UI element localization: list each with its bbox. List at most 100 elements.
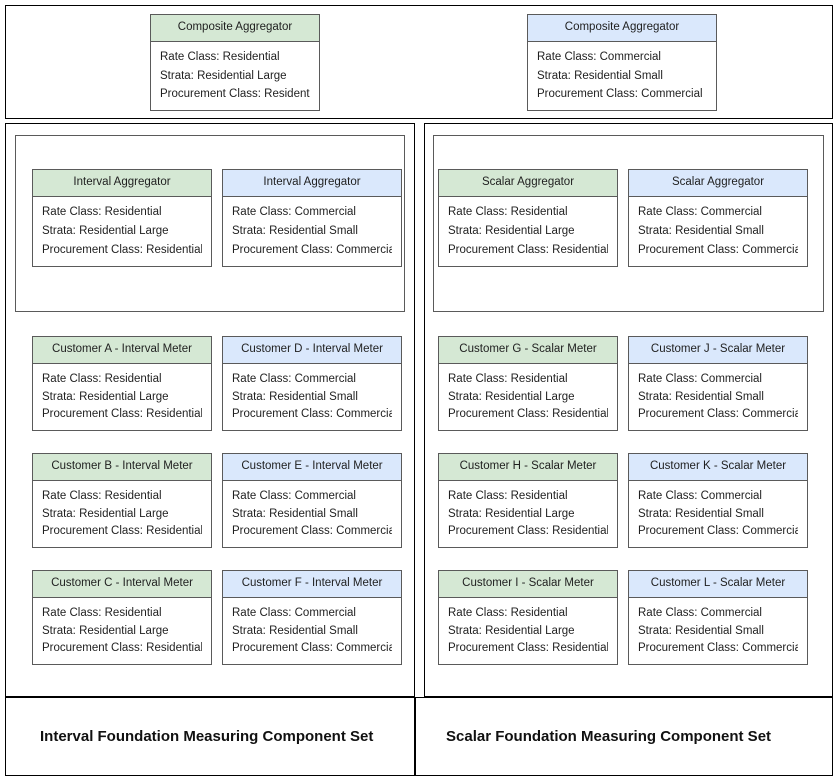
card-attributes: Rate Class: Residential Strata: Resident… [439, 598, 617, 665]
card-attributes: Rate Class: Residential Strata: Resident… [151, 42, 319, 111]
attribute-strata: Strata: Residential Small [232, 624, 358, 637]
attribute-procurement-class: Procurement Class: Residential [42, 642, 202, 655]
interval-set-title: Interval Foundation Measuring Component … [40, 728, 374, 745]
attribute-rate-class: Rate Class: Residential [42, 489, 162, 502]
card-title: Customer E - Interval Meter [223, 454, 401, 481]
card-attributes: Rate Class: Commercial Strata: Residenti… [629, 197, 807, 267]
meter-card-customer-c[interactable]: Customer C - Interval Meter Rate Class: … [32, 570, 212, 665]
interval-set-footer: Interval Foundation Measuring Component … [5, 697, 415, 776]
card-attributes: Rate Class: Commercial Strata: Residenti… [223, 598, 401, 665]
attribute-strata: Strata: Residential Small [638, 390, 764, 403]
meter-card-customer-j[interactable]: Customer J - Scalar Meter Rate Class: Co… [628, 336, 808, 431]
card-attributes: Rate Class: Residential Strata: Resident… [33, 598, 211, 665]
attribute-procurement-class: Procurement Class: Residential [448, 525, 608, 538]
card-title: Scalar Aggregator [439, 170, 617, 197]
attribute-procurement-class: Procurement Class: Residential [448, 243, 608, 256]
attribute-procurement-class: Procurement Class: Residential [42, 525, 202, 538]
attribute-strata: Strata: Residential Large [160, 69, 287, 82]
attribute-procurement-class: Procurement Class: Commercial [232, 243, 392, 256]
scalar-set-footer: Scalar Foundation Measuring Component Se… [415, 697, 833, 776]
attribute-strata: Strata: Residential Large [448, 507, 575, 520]
card-title: Composite Aggregator [151, 15, 319, 42]
attribute-strata: Strata: Residential Large [42, 507, 169, 520]
card-attributes: Rate Class: Commercial Strata: Residenti… [528, 42, 716, 111]
meter-card-customer-d[interactable]: Customer D - Interval Meter Rate Class: … [222, 336, 402, 431]
attribute-procurement-class: Procurement Class: Residential [448, 408, 608, 421]
card-title: Customer C - Interval Meter [33, 571, 211, 598]
meter-card-customer-a[interactable]: Customer A - Interval Meter Rate Class: … [32, 336, 212, 431]
attribute-rate-class: Rate Class: Residential [42, 206, 162, 219]
attribute-rate-class: Rate Class: Commercial [638, 206, 762, 219]
attribute-strata: Strata: Residential Large [42, 225, 169, 238]
attribute-procurement-class: Procurement Class: Residential [448, 642, 608, 655]
meter-card-customer-b[interactable]: Customer B - Interval Meter Rate Class: … [32, 453, 212, 548]
meter-card-customer-e[interactable]: Customer E - Interval Meter Rate Class: … [222, 453, 402, 548]
card-attributes: Rate Class: Commercial Strata: Residenti… [629, 598, 807, 665]
card-attributes: Rate Class: Residential Strata: Resident… [439, 481, 617, 548]
attribute-rate-class: Rate Class: Commercial [232, 606, 356, 619]
card-title: Customer H - Scalar Meter [439, 454, 617, 481]
meter-card-customer-f[interactable]: Customer F - Interval Meter Rate Class: … [222, 570, 402, 665]
attribute-procurement-class: Procurement Class: Residential [160, 88, 310, 101]
attribute-procurement-class: Procurement Class: Commercial [232, 642, 392, 655]
card-title: Composite Aggregator [528, 15, 716, 42]
attribute-procurement-class: Procurement Class: Residential [42, 408, 202, 421]
attribute-strata: Strata: Residential Small [638, 507, 764, 520]
card-attributes: Rate Class: Commercial Strata: Residenti… [223, 197, 401, 267]
attribute-rate-class: Rate Class: Commercial [638, 372, 762, 385]
interval-aggregator-card-commercial[interactable]: Interval Aggregator Rate Class: Commerci… [222, 169, 402, 267]
attribute-strata: Strata: Residential Small [638, 624, 764, 637]
card-title: Customer L - Scalar Meter [629, 571, 807, 598]
card-attributes: Rate Class: Residential Strata: Resident… [439, 197, 617, 267]
card-title: Customer K - Scalar Meter [629, 454, 807, 481]
card-title: Interval Aggregator [33, 170, 211, 197]
composite-aggregator-card-commercial[interactable]: Composite Aggregator Rate Class: Commerc… [527, 14, 717, 111]
card-title: Interval Aggregator [223, 170, 401, 197]
scalar-aggregator-card-commercial[interactable]: Scalar Aggregator Rate Class: Commercial… [628, 169, 808, 267]
card-attributes: Rate Class: Residential Strata: Resident… [33, 364, 211, 431]
attribute-rate-class: Rate Class: Residential [160, 51, 280, 64]
card-title: Customer G - Scalar Meter [439, 337, 617, 364]
attribute-strata: Strata: Residential Large [42, 624, 169, 637]
composite-aggregator-card-residential[interactable]: Composite Aggregator Rate Class: Residen… [150, 14, 320, 111]
attribute-strata: Strata: Residential Large [42, 390, 169, 403]
card-attributes: Rate Class: Commercial Strata: Residenti… [629, 481, 807, 548]
attribute-procurement-class: Procurement Class: Commercial [638, 642, 798, 655]
card-attributes: Rate Class: Commercial Strata: Residenti… [223, 481, 401, 548]
scalar-set-title: Scalar Foundation Measuring Component Se… [446, 728, 772, 745]
interval-aggregator-card-residential[interactable]: Interval Aggregator Rate Class: Resident… [32, 169, 212, 267]
attribute-rate-class: Rate Class: Commercial [638, 606, 762, 619]
attribute-strata: Strata: Residential Small [232, 225, 358, 238]
card-attributes: Rate Class: Residential Strata: Resident… [439, 364, 617, 431]
attribute-procurement-class: Procurement Class: Commercial [638, 408, 798, 421]
scalar-aggregator-card-residential[interactable]: Scalar Aggregator Rate Class: Residentia… [438, 169, 618, 267]
attribute-procurement-class: Procurement Class: Commercial [537, 88, 703, 101]
meter-card-customer-i[interactable]: Customer I - Scalar Meter Rate Class: Re… [438, 570, 618, 665]
card-title: Scalar Aggregator [629, 170, 807, 197]
card-attributes: Rate Class: Residential Strata: Resident… [33, 481, 211, 548]
attribute-procurement-class: Procurement Class: Residential [42, 243, 202, 256]
meter-card-customer-g[interactable]: Customer G - Scalar Meter Rate Class: Re… [438, 336, 618, 431]
attribute-rate-class: Rate Class: Commercial [638, 489, 762, 502]
meter-card-customer-l[interactable]: Customer L - Scalar Meter Rate Class: Co… [628, 570, 808, 665]
attribute-rate-class: Rate Class: Residential [448, 489, 568, 502]
meter-card-customer-h[interactable]: Customer H - Scalar Meter Rate Class: Re… [438, 453, 618, 548]
attribute-rate-class: Rate Class: Residential [42, 372, 162, 385]
card-title: Customer B - Interval Meter [33, 454, 211, 481]
attribute-rate-class: Rate Class: Residential [448, 206, 568, 219]
attribute-rate-class: Rate Class: Commercial [232, 206, 356, 219]
card-title: Customer I - Scalar Meter [439, 571, 617, 598]
card-title: Customer F - Interval Meter [223, 571, 401, 598]
attribute-strata: Strata: Residential Large [448, 390, 575, 403]
attribute-procurement-class: Procurement Class: Commercial [232, 408, 392, 421]
card-attributes: Rate Class: Commercial Strata: Residenti… [223, 364, 401, 431]
attribute-strata: Strata: Residential Small [537, 69, 663, 82]
meter-card-customer-k[interactable]: Customer K - Scalar Meter Rate Class: Co… [628, 453, 808, 548]
card-title: Customer A - Interval Meter [33, 337, 211, 364]
attribute-rate-class: Rate Class: Commercial [232, 489, 356, 502]
attribute-procurement-class: Procurement Class: Commercial [638, 525, 798, 538]
attribute-strata: Strata: Residential Large [448, 624, 575, 637]
attribute-procurement-class: Procurement Class: Commercial [638, 243, 798, 256]
attribute-rate-class: Rate Class: Commercial [537, 51, 661, 64]
